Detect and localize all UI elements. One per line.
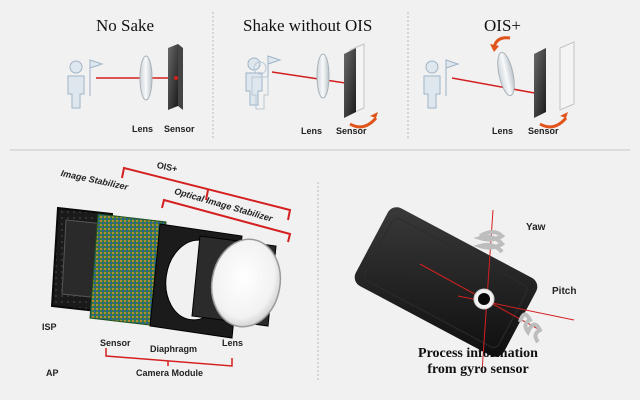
panel-ois-plus-graphic: [423, 36, 575, 129]
panel-shake-without-ois-graphic: [245, 43, 378, 129]
phone-body: [354, 207, 538, 357]
panel-no-shake-lens-label: Lens: [132, 124, 154, 134]
person-with-flag-icon: [423, 59, 460, 109]
person-with-flag-icon: [67, 59, 104, 109]
module-lens-label: Lens: [222, 338, 244, 348]
sensor-element: [534, 48, 546, 118]
top-panels: [67, 12, 575, 140]
panel-no-shake-sensor-label: Sensor: [164, 124, 195, 134]
sensor-shift-arrow-icon: [539, 116, 568, 129]
lens-element: [210, 238, 282, 328]
sensor-element: [344, 48, 356, 118]
yaw-rotation-icon: [473, 230, 506, 254]
light-ray: [451, 77, 541, 95]
camera-module-label: Camera Module: [136, 368, 204, 378]
shake-arrow-icon: [349, 116, 378, 129]
light-ray: [271, 71, 353, 85]
pitch-rotation-icon: [518, 312, 543, 344]
gyro-phone-graphic: [354, 207, 575, 373]
person-ghost-icon: [251, 61, 269, 110]
panel-title-shake-without-ois: Shake without OIS: [243, 16, 373, 35]
optical-image-stabilizer-bracket: [161, 198, 292, 243]
panel-shake-sensor-label: Sensor: [336, 126, 367, 136]
gyro-caption-line2: from gyro sensor: [427, 362, 529, 377]
ap-label: AP: [46, 368, 59, 378]
panel-title-ois-plus: OIS+: [484, 16, 521, 35]
panel-title-no-shake: No Sake: [96, 16, 155, 35]
module-sensor-label: Sensor: [100, 338, 131, 348]
lens-element: [316, 53, 330, 99]
lens-element: [139, 55, 153, 101]
camera-module-bracket: [105, 348, 233, 367]
sensor-element: [168, 44, 178, 110]
panel-no-shake-graphic: [67, 44, 183, 110]
panel-shake-lens-label: Lens: [301, 126, 323, 136]
gyro-caption-line1: Process information: [418, 346, 538, 361]
panel-ois-lens-label: Lens: [492, 126, 514, 136]
lens-element: [497, 51, 515, 97]
diaphragm-label: Diaphragm: [150, 344, 198, 354]
panel-ois-sensor-label: Sensor: [528, 126, 559, 136]
yaw-label: Yaw: [526, 222, 546, 233]
ois-plus-bracket: [121, 166, 292, 221]
gyro-caption: Process information from gyro sensor: [388, 346, 568, 378]
isp-label: ISP: [42, 322, 57, 332]
sensor-ghost-element: [559, 41, 575, 111]
pitch-label: Pitch: [552, 286, 577, 297]
camera-module-graphic: [50, 166, 292, 367]
